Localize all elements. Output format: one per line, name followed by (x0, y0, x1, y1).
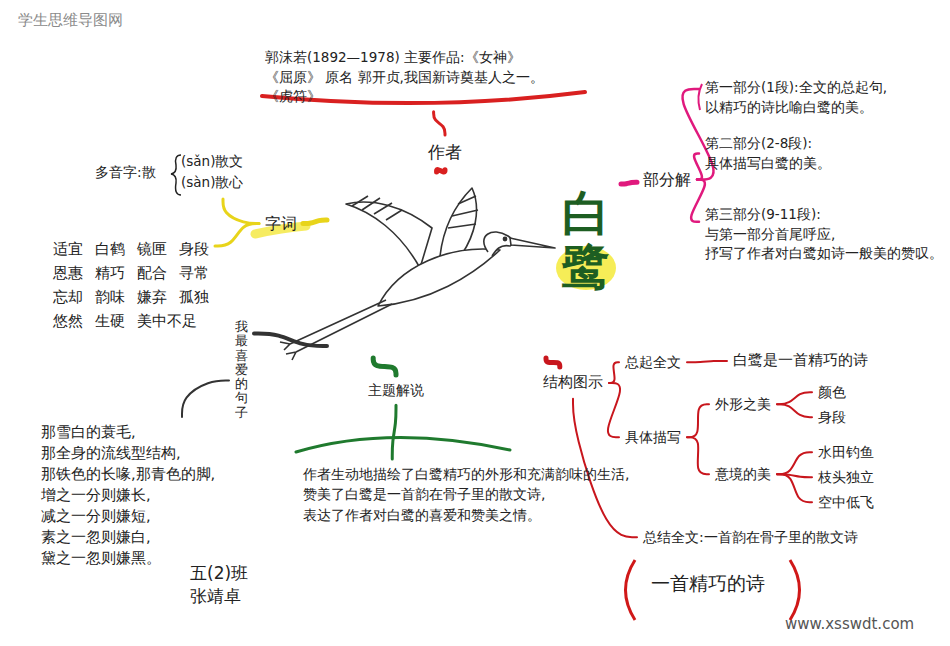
branch-line (694, 154, 702, 180)
branch-line (777, 392, 812, 404)
branch-line (373, 358, 396, 375)
author-note-text: 郭沫若(1892—1978) 主要作品:《女神》《屈原》 原名 郭开贞,我国新诗… (265, 48, 571, 107)
egret-beak (510, 238, 555, 248)
watermark-url: www.xsswdt.com (785, 614, 914, 634)
branch-label-text: 我最喜爱的句子 (235, 320, 248, 420)
branch-line (777, 474, 812, 502)
branch-label: 我最喜爱的句子 (232, 318, 251, 422)
polyphone-note-text: (sǎn)散文 (181, 152, 243, 172)
branch-line (254, 334, 327, 346)
polyphone-note-text: 多音字:散 (95, 163, 156, 183)
branch-line (392, 405, 396, 459)
bracket (790, 560, 800, 620)
structure-item: 意境的美 (712, 462, 774, 486)
part-note: 第三部分(9-11段):与第一部分首尾呼应,抒写了作者对白鹭如诗一般美的赞叹。 (702, 203, 940, 266)
part-note: 第一部分(1段):全文的总起句,以精巧的诗比喻白鹭的美。 (702, 76, 940, 119)
branch-line (434, 112, 445, 135)
branch-line (609, 362, 619, 383)
branch-label: 作者 (425, 138, 465, 167)
branch-line (303, 220, 327, 224)
branch-line (215, 224, 259, 246)
polyphone-note: 多音字:散 (sǎn)散文(sàn)散心 (95, 152, 255, 196)
structure-item: 总起全文 (622, 350, 684, 374)
branch-line (777, 404, 812, 417)
branch-label: 部分解 (640, 166, 694, 193)
branch-label-text: 字词 (265, 212, 297, 235)
egret-legs (280, 300, 392, 360)
branch-line (182, 380, 229, 417)
structure-item-text: 水田钓鱼 (818, 442, 874, 462)
branch-label-text: 作者 (428, 140, 462, 165)
branch-label-text: 结构图示 (543, 372, 603, 394)
structure-item-text: 枝头独立 (818, 467, 874, 487)
branch-label-text: 部分解 (643, 168, 691, 191)
structure-item: 具体描写 (622, 425, 684, 449)
watermark: 学生思维导图网 (18, 10, 123, 30)
structure-item-text: 总起全文 (625, 352, 681, 372)
quote-note-text: 那雪白的蓑毛,那全身的流线型结构,那铁色的长喙,那青色的脚,增之一分则嫌长,减之… (41, 422, 227, 569)
branch-line (621, 182, 637, 184)
structure-item: 水田钓鱼 (815, 440, 877, 464)
structure-item: 外形之美 (712, 392, 774, 416)
signature: 五(2)班 张靖卓 (190, 562, 272, 608)
branch-label: 主题解说 (365, 378, 427, 402)
branch-label-text: 主题解说 (368, 380, 424, 400)
part-note-text: 第一部分(1段):全文的总起句,以精巧的诗比喻白鹭的美。 (705, 78, 937, 117)
summary-text: 一首精巧的诗 (648, 568, 768, 600)
structure-item-text: 具体描写 (625, 427, 681, 447)
egret-body (378, 249, 500, 306)
egret-neck (484, 232, 513, 256)
structure-item-text: 空中低飞 (818, 492, 874, 512)
branch-line (437, 170, 445, 172)
branch-line (687, 437, 709, 474)
branch-swoosh (296, 437, 510, 452)
structure-item: 身段 (815, 405, 849, 429)
structure-item: 枝头独立 (815, 465, 877, 489)
branch-line (608, 383, 620, 437)
structure-item: 白鹭是一首精巧的诗 (730, 348, 871, 374)
structure-item: 总结全文:一首韵在骨子里的散文诗 (640, 525, 861, 549)
structure-item-text: 身段 (818, 407, 846, 427)
structure-item-text: 意境的美 (715, 464, 771, 484)
polyphone-note-text: (sàn)散心 (181, 173, 243, 193)
branch-line (546, 358, 560, 367)
part-note-text: 第三部分(9-11段):与第一部分首尾呼应,抒写了作者对白鹭如诗一般美的赞叹。 (705, 205, 937, 264)
structure-item-text: 外形之美 (715, 394, 771, 414)
branch-line (223, 199, 259, 224)
structure-item-text: 颜色 (818, 382, 846, 402)
branch-line (777, 452, 812, 474)
part-note: 第二部分(2-8段):具体描写白鹭的美。 (702, 132, 940, 175)
egret-feathers (448, 196, 478, 228)
word-list-text: 适宜 白鹤 镜匣 身段 恩惠 精巧 配合 寻常 忘却 韵味 嫌弃 孤独 悠然 生… (53, 238, 209, 334)
structure-item: 颜色 (815, 380, 849, 404)
branch-label: 结构图示 (540, 370, 606, 396)
egret-feathers (352, 196, 402, 220)
branch-line (687, 361, 727, 362)
egret-drawing (280, 188, 555, 360)
part-note-text: 第二部分(2-8段):具体描写白鹭的美。 (705, 134, 937, 173)
branch-line (691, 180, 705, 222)
structure-item-text: 总结全文:一首韵在骨子里的散文诗 (643, 527, 858, 547)
brace (171, 155, 181, 195)
quote-note: 那雪白的蓑毛,那全身的流线型结构,那铁色的长喙,那青色的脚,增之一分则嫌长,减之… (38, 420, 230, 571)
word-list: 适宜 白鹤 镜匣 身段 恩惠 精巧 配合 寻常 忘却 韵味 嫌弃 孤独 悠然 生… (50, 236, 212, 336)
central-topic: 白鹭 (330, 175, 618, 355)
egret-wing (346, 202, 432, 268)
egret-eye (503, 237, 506, 240)
author-note: 郭沫若(1892—1978) 主要作品:《女神》《屈原》 原名 郭开贞,我国新诗… (262, 46, 574, 109)
theme-note-text: 作者生动地描绘了白鹭精巧的外形和充满韵味的生活,赞美了白鹭是一首韵在骨子里的散文… (303, 464, 502, 525)
structure-item-text: 白鹭是一首精巧的诗 (733, 350, 868, 372)
branch-line (687, 404, 709, 437)
central-topic-text: 白鹭 (562, 187, 610, 293)
theme-note: 作者生动地描绘了白鹭精巧的外形和充满韵味的生活,赞美了白鹭是一首韵在骨子里的散文… (300, 462, 505, 527)
branch-line (573, 399, 637, 537)
bracket (626, 560, 636, 620)
structure-item: 空中低飞 (815, 490, 877, 514)
branch-label: 字词 (262, 210, 300, 237)
summary-text-text: 一首精巧的诗 (651, 570, 765, 598)
